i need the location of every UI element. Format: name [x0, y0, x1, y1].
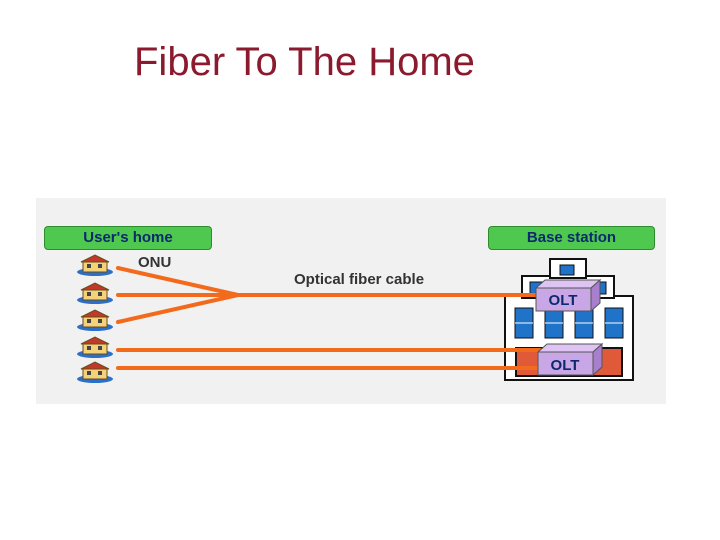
- house-icon: [77, 254, 113, 276]
- house-icon: [77, 282, 113, 304]
- page-title: Fiber To The Home: [134, 40, 475, 84]
- fiber-cable-label: Optical fiber cable: [294, 271, 425, 288]
- olt-label-bottom: OLT: [551, 357, 580, 374]
- users-home-tag: User's home: [44, 226, 212, 250]
- onu-label: ONU: [138, 254, 172, 271]
- olt-box-icon: OLT: [534, 278, 602, 313]
- house-icon: [77, 361, 113, 383]
- house-icon: [77, 336, 113, 358]
- olt-box-icon: OLT: [536, 342, 604, 377]
- olt-label-top: OLT: [549, 292, 578, 309]
- base-station-tag: Base station: [488, 226, 655, 250]
- fiber-lines: [116, 266, 542, 370]
- house-icon: [77, 309, 113, 331]
